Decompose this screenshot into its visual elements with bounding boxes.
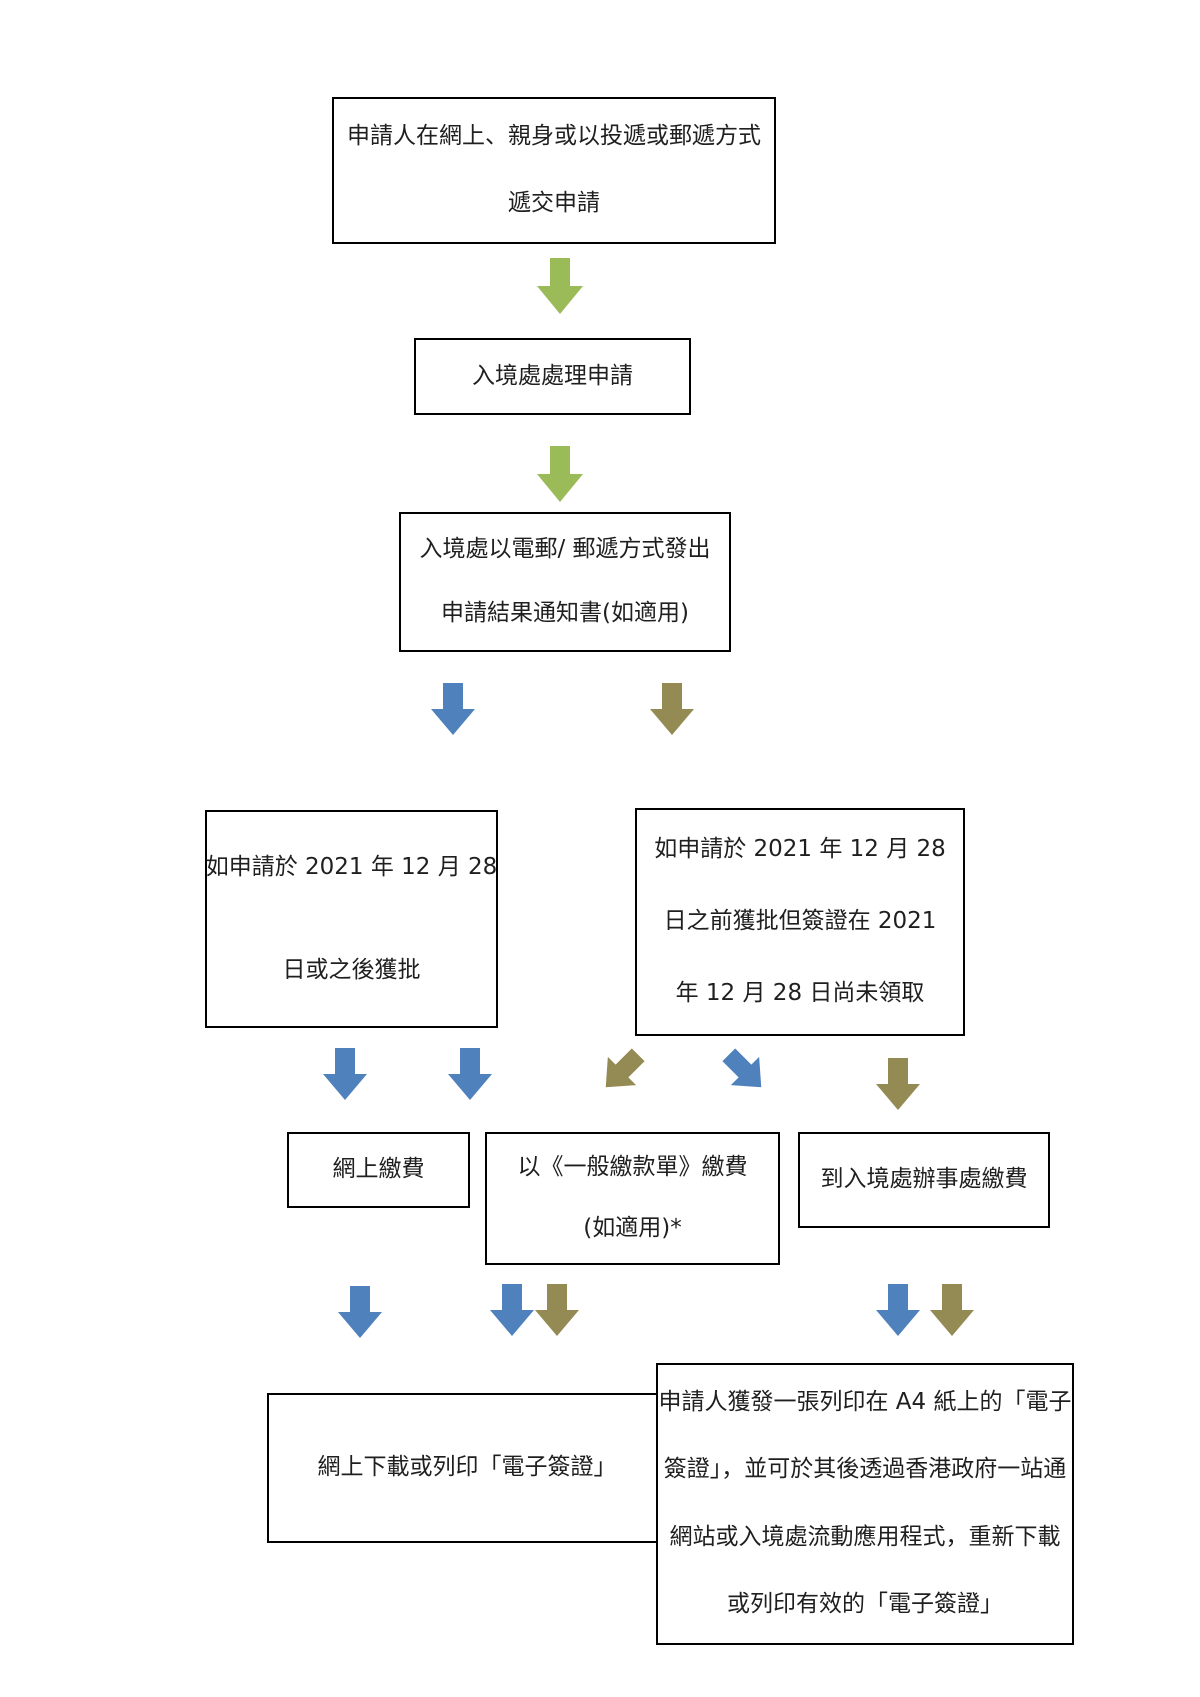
olive-arrow-down-icon — [535, 1284, 579, 1336]
green-arrow-down-icon — [537, 446, 583, 502]
node-text-line: 如申請於 2021 年 12 月 28 — [205, 853, 498, 880]
olive-arrow-down-icon — [876, 1058, 920, 1110]
blue-arrow-down-icon — [490, 1284, 534, 1336]
node-text-line: 網上下載或列印「電子簽證」 — [317, 1454, 617, 1481]
node-pay-immd-office: 到入境處辦事處繳費 — [798, 1132, 1050, 1228]
node-text-line: 申請人在網上、親身或以投遞或郵遞方式 — [347, 122, 761, 149]
olive-arrow-down-icon — [930, 1284, 974, 1336]
olive-arrow-down-left-icon — [605, 1048, 645, 1088]
node-text-line: 入境處以電郵/ 郵遞方式發出 — [419, 536, 711, 563]
blue-arrow-down-icon — [448, 1048, 492, 1100]
node-text-line: 以《一般繳款單》繳費 — [517, 1154, 748, 1181]
node-text-line: 日或之後獲批 — [282, 956, 421, 983]
node-text-line: (如適用)* — [583, 1214, 682, 1241]
node-text-line: 網上繳費 — [332, 1156, 425, 1183]
blue-arrow-down-icon — [338, 1286, 382, 1338]
node-text-line: 日之前獲批但簽證在 2021 — [663, 908, 937, 935]
node-text-line: 申請結果通知書(如適用) — [441, 600, 689, 627]
node-text-line: 網站或入境處流動應用程式，重新下載 — [669, 1523, 1061, 1550]
green-arrow-down-icon — [537, 258, 583, 314]
node-pay-demand-note: 以《一般繳款單》繳費 (如適用)* — [485, 1132, 780, 1265]
node-approved-before-uncollected: 如申請於 2021 年 12 月 28 日之前獲批但簽證在 2021 年 12 … — [635, 808, 965, 1036]
node-evisa-printed-a4: 申請人獲發一張列印在 A4 紙上的「電子 簽證」，並可於其後透過香港政府一站通 … — [656, 1363, 1074, 1645]
node-approved-on-or-after: 如申請於 2021 年 12 月 28 日或之後獲批 — [205, 810, 498, 1028]
node-text-line: 年 12 月 28 日尚未領取 — [675, 980, 925, 1007]
node-text-line: 或列印有效的「電子簽證」 — [727, 1591, 1003, 1618]
node-text-line: 申請人獲發一張列印在 A4 紙上的「電子 — [658, 1388, 1072, 1415]
blue-arrow-down-icon — [323, 1048, 367, 1100]
node-pay-online: 網上繳費 — [287, 1132, 470, 1208]
node-text-line: 簽證」，並可於其後透過香港政府一站通 — [663, 1456, 1067, 1483]
blue-arrow-down-icon — [431, 683, 475, 735]
blue-arrow-down-icon — [876, 1284, 920, 1336]
node-immd-processes: 入境處處理申請 — [414, 338, 691, 415]
node-evisa-online-download: 網上下載或列印「電子簽證」 — [267, 1393, 667, 1543]
node-result-notification: 入境處以電郵/ 郵遞方式發出 申請結果通知書(如適用) — [399, 512, 731, 652]
node-text-line: 如申請於 2021 年 12 月 28 — [654, 836, 946, 863]
olive-arrow-down-icon — [650, 683, 694, 735]
node-submit-application: 申請人在網上、親身或以投遞或郵遞方式 遞交申請 — [332, 97, 776, 244]
node-text-line: 入境處處理申請 — [472, 362, 633, 389]
blue-arrow-down-right-icon — [722, 1048, 762, 1088]
node-text-line: 到入境處辦事處繳費 — [820, 1166, 1028, 1193]
node-text-line: 遞交申請 — [508, 190, 600, 217]
